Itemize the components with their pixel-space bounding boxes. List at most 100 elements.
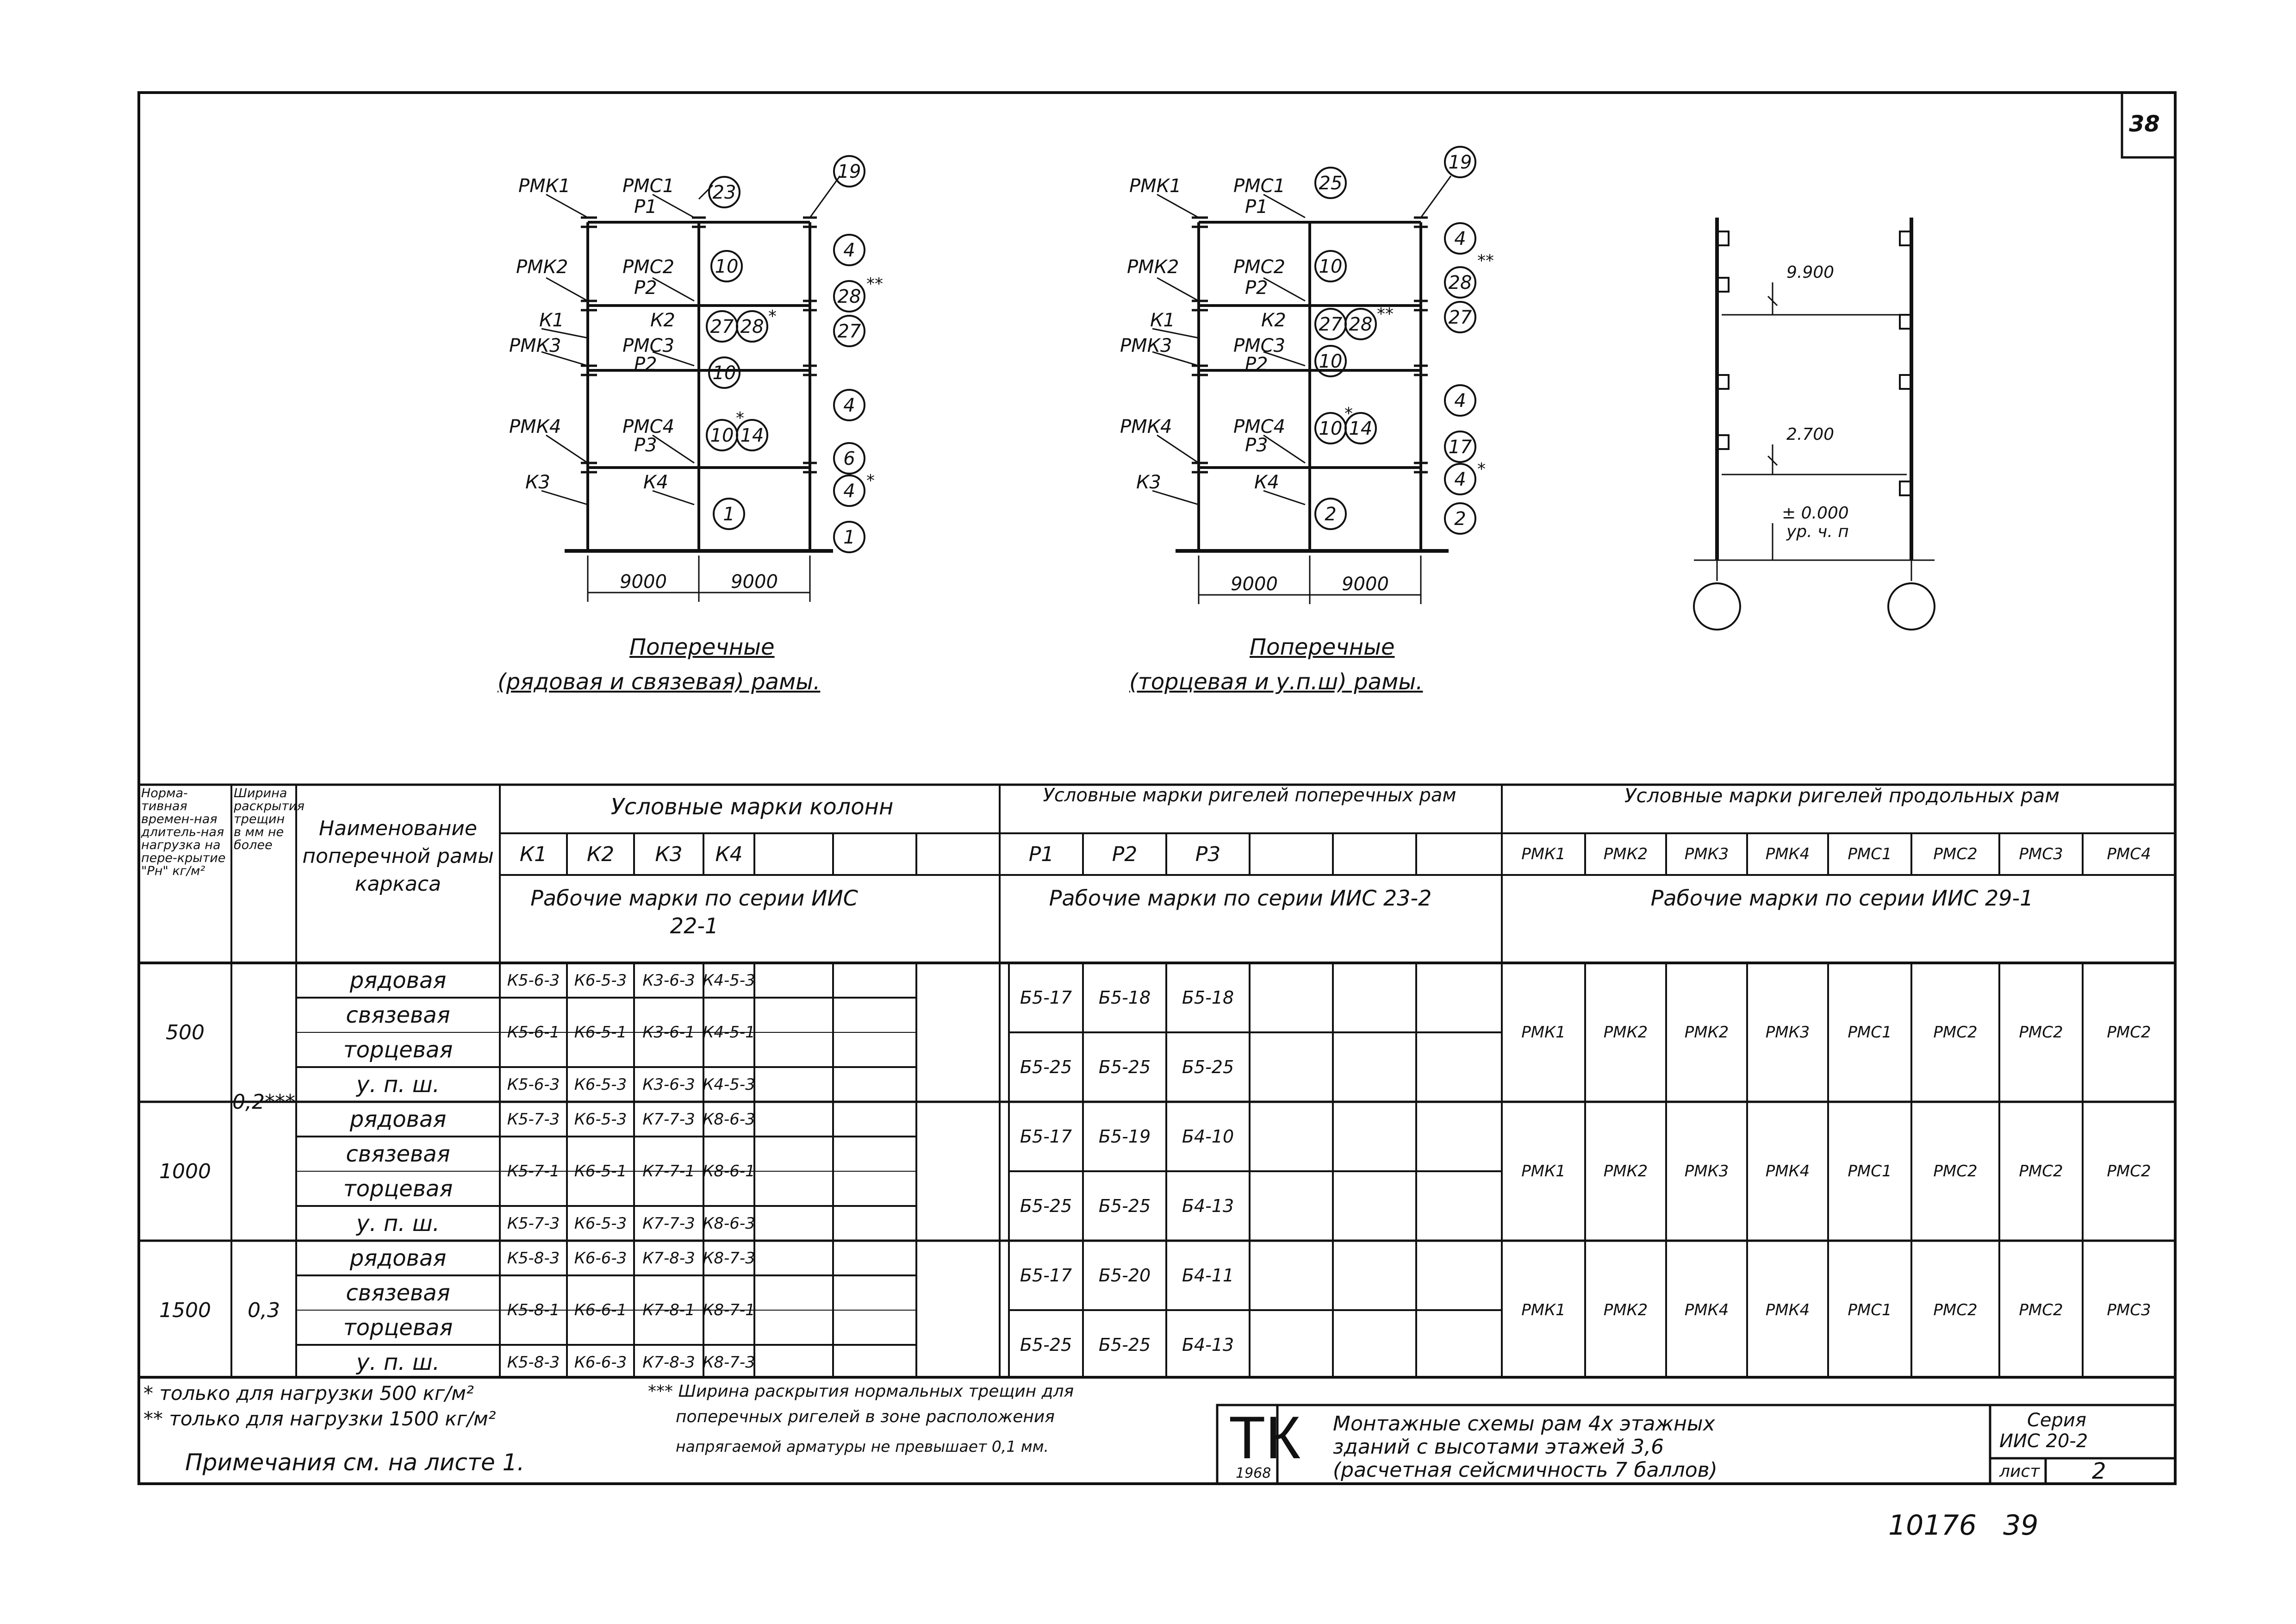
star-mark: ** <box>1377 305 1394 324</box>
corner-sheet-number: 38 <box>2129 111 2160 137</box>
column-mark: К7-8-1 <box>642 1301 695 1319</box>
label-rmc2: РМС2 <box>622 256 674 278</box>
column-mark: К3-6-1 <box>642 1023 695 1042</box>
label-r2b: Р2 <box>1245 354 1268 375</box>
load-value: 500 <box>166 1020 205 1044</box>
circle-text: 10 <box>1319 256 1343 277</box>
column-mark: К6-5-3 <box>574 1214 627 1233</box>
label-r2a: Р2 <box>1245 277 1268 299</box>
header-lon-mark: РМК4 <box>1765 845 1810 863</box>
frame-name: рядовая <box>349 1245 447 1271</box>
label-rmk1: РМК1 <box>518 175 570 197</box>
frame-name: рядовая <box>349 1106 447 1132</box>
circle-text: 19 <box>838 161 861 182</box>
rigel-mark: Б5-18 <box>1098 987 1151 1008</box>
circle-text: 10 <box>715 256 739 277</box>
header-col-mark: К3 <box>655 842 683 866</box>
column-mark: К6-5-1 <box>574 1023 627 1042</box>
header-longitudinal-title: Условные марки ригелей продольных рам <box>1624 784 2060 807</box>
star-mark: ** <box>866 275 883 294</box>
label-r1: Р1 <box>1245 196 1268 218</box>
header-col-mark: К2 <box>586 842 615 866</box>
column-mark: К5-7-3 <box>507 1214 560 1233</box>
rigel-mark: Б5-17 <box>1020 1126 1072 1147</box>
column-mark: К6-5-3 <box>574 1110 627 1129</box>
header-col-mark: К1 <box>519 842 548 866</box>
label-rmc3: РМС3 <box>622 335 674 356</box>
column-mark: К6-6-1 <box>574 1301 627 1319</box>
label-k1: К1 <box>1150 310 1175 331</box>
rigel-mark: Б5-20 <box>1098 1265 1151 1286</box>
left-frame-caption-1: Поперечные <box>629 634 775 660</box>
column-mark: К6-5-3 <box>574 1075 627 1094</box>
column-mark: К7-8-3 <box>642 1249 695 1268</box>
longitudinal-mark: РМК4 <box>1765 1162 1810 1181</box>
longitudinal-mark: РМК2 <box>1603 1023 1648 1042</box>
label-rmc4: РМС4 <box>1233 416 1285 437</box>
note-see-sheet: Примечания см. на листе 1. <box>185 1449 525 1476</box>
longitudinal-mark: РМК3 <box>1684 1162 1729 1181</box>
circle-text: 28 <box>838 286 861 307</box>
header-lon-mark: РМК1 <box>1521 845 1566 863</box>
header-lon-mark: РМС1 <box>1848 845 1892 863</box>
header-lon-mark: РМС3 <box>2019 845 2063 863</box>
longitudinal-mark: РМК1 <box>1521 1023 1566 1042</box>
label-rmc2: РМС2 <box>1233 256 1285 278</box>
label-r2b: Р2 <box>634 354 657 375</box>
frame-diagram-right: РМК1 РМС1 Р1 РМК2 РМС2 Р2 К1 К2 РМК3 РМС… <box>1120 146 1494 604</box>
longitudinal-mark: РМС2 <box>2019 1301 2063 1319</box>
star-mark: * <box>768 307 777 326</box>
rigel-mark: Б5-25 <box>1098 1335 1151 1355</box>
circle-text: 25 <box>1319 173 1343 194</box>
circle-text: 1 <box>843 527 855 548</box>
header-columns-title: Условные марки колонн <box>610 794 894 820</box>
column-mark: К6-5-1 <box>574 1162 627 1181</box>
rigel-mark: Б5-18 <box>1182 987 1234 1008</box>
label-rmk3: РМК3 <box>509 335 561 356</box>
star-mark: * <box>736 409 744 428</box>
label-r3: Р3 <box>634 435 657 456</box>
label-rmc1: РМС1 <box>622 175 674 197</box>
label-k4: К4 <box>1254 472 1279 493</box>
longitudinal-mark: РМК3 <box>1765 1023 1810 1042</box>
rigel-mark: Б5-25 <box>1098 1196 1151 1216</box>
rigel-mark: Б5-17 <box>1020 987 1072 1008</box>
footer-code: 10176 39 <box>1888 1509 2039 1542</box>
circle-text: 4 <box>843 395 855 416</box>
label-rmk4: РМК4 <box>1120 416 1172 437</box>
column-mark: К6-6-3 <box>574 1249 627 1268</box>
note-star-1: * только для нагрузки 500 кг/м² <box>143 1382 474 1405</box>
label-rmc1: РМС1 <box>1233 175 1285 197</box>
circle-text: 23 <box>713 182 736 203</box>
header-rigels-title: Условные марки ригелей поперечных рам <box>1043 785 1456 806</box>
frame-name: у. п. ш. <box>356 1210 440 1237</box>
column-mark: К8-7-3 <box>703 1353 755 1372</box>
note-crack-1: *** Ширина раскрытия нормальных трещин д… <box>648 1382 1074 1401</box>
longitudinal-mark: РМС3 <box>2107 1301 2151 1319</box>
longitudinal-mark: РМС2 <box>2107 1162 2151 1181</box>
longitudinal-mark: РМС2 <box>2019 1023 2063 1042</box>
star-mark: ** <box>1477 251 1494 270</box>
circle-text: 27 <box>1449 307 1472 328</box>
longitudinal-mark: РМК4 <box>1684 1301 1729 1319</box>
section-view: 9.900 2.700 ± 0.000 ур. ч. п <box>1693 218 1935 631</box>
column-mark: К7-7-1 <box>642 1162 695 1181</box>
elevation-zero: ± 0.000 <box>1782 504 1849 523</box>
longitudinal-mark: РМС2 <box>2019 1162 2063 1181</box>
rigel-mark: Б5-25 <box>1182 1057 1234 1077</box>
label-rmk2: РМК2 <box>1127 256 1179 278</box>
longitudinal-mark: РМК2 <box>1684 1023 1729 1042</box>
column-mark: К5-6-3 <box>507 971 560 990</box>
longitudinal-mark: РМС2 <box>1933 1162 1978 1181</box>
load-value: 1500 <box>159 1298 211 1322</box>
note-star-2: ** только для нагрузки 1500 кг/м² <box>143 1407 496 1430</box>
label-rmk2: РМК2 <box>516 256 568 278</box>
longitudinal-mark: РМК1 <box>1521 1162 1566 1181</box>
circle-text: 1 <box>723 504 734 525</box>
header-lon-mark: РМС2 <box>1933 845 1978 863</box>
stamp-title-3: (расчетная сейсмичность 7 баллов) <box>1333 1458 1717 1482</box>
header-rig-mark: Р1 <box>1028 842 1054 866</box>
rigel-mark: Б4-11 <box>1182 1265 1234 1286</box>
